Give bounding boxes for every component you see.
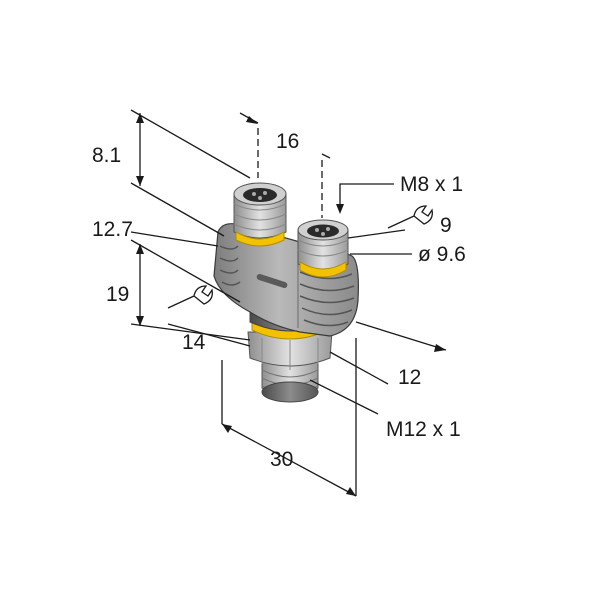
- dim-m8-diameter: ø 9.6: [418, 243, 466, 266]
- dimension-lines: [130, 109, 447, 497]
- wrench-icon: [347, 205, 433, 239]
- dim-depth: 12: [398, 366, 421, 389]
- dim-top-width: 16: [276, 130, 299, 153]
- dim-m12-thread: M12 x 1: [386, 418, 461, 441]
- connector-body: [213, 182, 359, 403]
- dim-m8-thread: M8 x 1: [400, 173, 463, 196]
- wrench-icon: [167, 285, 251, 347]
- m8-female-connector-left: [233, 182, 287, 247]
- dim-total-width: 30: [270, 448, 293, 471]
- dimension-labels: 8.1 16 M8 x 1 9 ø 9.6 12.7 19 14 12 M12 …: [92, 130, 466, 471]
- dim-body-offset: 12.7: [92, 218, 133, 241]
- dim-body-height: 19: [106, 283, 129, 306]
- dim-top-height: 8.1: [92, 144, 121, 167]
- dim-m12-wrench: 14: [182, 331, 206, 354]
- m8-female-connector-right: [297, 219, 349, 278]
- dim-m8-wrench: 9: [440, 214, 452, 237]
